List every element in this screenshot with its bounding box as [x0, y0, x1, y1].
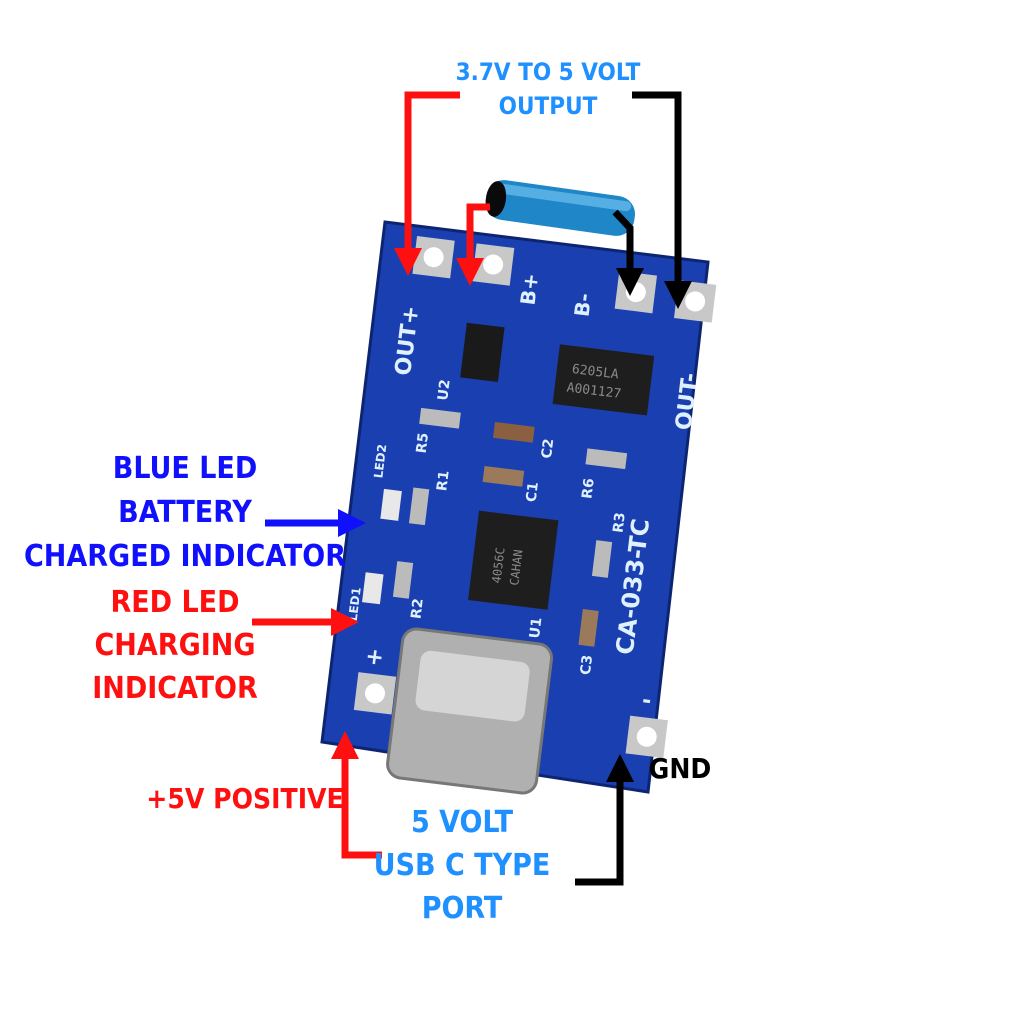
capacitor-c3: [578, 609, 599, 647]
silk-b-minus: B-: [570, 292, 597, 318]
chip-top-text-1: 6205LA: [571, 362, 620, 383]
label-gnd: GND: [649, 752, 712, 785]
arrow-out-minus: [632, 91, 692, 309]
silk-c1: C1: [524, 481, 542, 503]
silk-u2: U2: [435, 379, 453, 402]
pad-usb-plus: [353, 672, 397, 715]
label-red-led-line3: INDICATOR: [92, 671, 258, 706]
pad-usb-minus: [625, 715, 668, 758]
resistor-r2: [392, 561, 414, 599]
label-blue-led-line3: CHARGED INDICATOR: [24, 539, 346, 574]
label-positive: +5V POSITIVE: [146, 782, 344, 815]
pad-b-plus: [471, 243, 515, 286]
arrow-positive: [331, 731, 382, 859]
silk-plus: +: [364, 644, 385, 671]
arrow-out-plus: [394, 91, 460, 276]
silk-r1: R1: [434, 470, 452, 492]
silk-minus: -: [641, 688, 653, 714]
silk-c3: C3: [578, 654, 596, 676]
label-red-led-line1: RED LED: [110, 585, 239, 620]
label-usb-line1: 5 VOLT: [411, 805, 514, 840]
label-red-led-line2: CHARGING: [95, 628, 256, 663]
chip-tp4056: 4056C CAHAN: [468, 510, 559, 610]
chip-main-text-1: 4056C: [489, 547, 507, 585]
label-output-line1: 3.7V TO 5 VOLT: [456, 58, 641, 86]
resistor-r3: [591, 540, 613, 578]
label-usb-line2: USB C TYPE: [374, 848, 551, 883]
silk-b-plus: B+: [516, 272, 544, 307]
arrow-b-plus: [456, 203, 490, 286]
silk-c2: C2: [539, 438, 557, 460]
pad-out-plus: [412, 236, 455, 279]
pad-b-minus: [614, 270, 658, 314]
label-blue-led-line1: BLUE LED: [113, 451, 258, 486]
usb-c-port[interactable]: [386, 627, 554, 795]
chip-u2: [460, 322, 505, 382]
label-usb-line3: PORT: [422, 891, 503, 926]
silk-led2: LED2: [371, 443, 389, 479]
resistor-r6: [585, 448, 628, 470]
silk-u1: U1: [527, 616, 545, 639]
resistor-r1: [408, 487, 430, 526]
led-blue: [380, 488, 402, 521]
silk-r5: R5: [414, 432, 432, 454]
silk-r2: R2: [408, 597, 426, 619]
silk-r3: R3: [610, 511, 628, 533]
resistor-r5: [419, 407, 461, 429]
chip-dw01: 6205LA A001127: [552, 344, 655, 416]
silk-r6: R6: [579, 477, 597, 499]
capacitor-c2: [493, 421, 535, 443]
label-output-line2: OUTPUT: [499, 92, 598, 120]
led-red: [362, 572, 384, 605]
arrow-gnd: [575, 754, 634, 886]
chip-main-text-2: CAHAN: [507, 549, 525, 587]
capacitor-c1: [482, 465, 525, 487]
chip-top-text-2: A001127: [566, 380, 622, 402]
pcb-board: 6205LA A001127 4056C CAHAN: [320, 220, 717, 795]
arrow-b-minus: [612, 209, 644, 296]
label-blue-led-line2: BATTERY: [118, 495, 252, 530]
battery-icon: [485, 180, 636, 236]
